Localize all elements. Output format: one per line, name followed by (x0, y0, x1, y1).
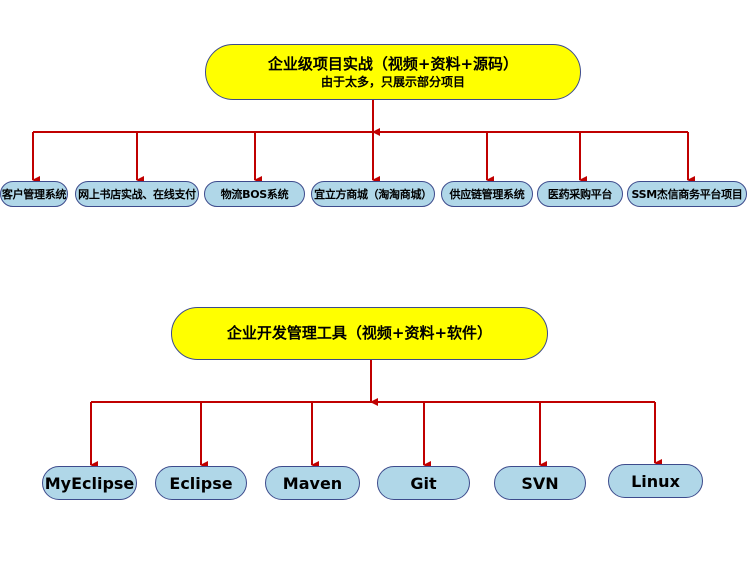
top-root-node: 企业级项目实战（视频+资料+源码） 由于太多，只展示部分项目 (205, 44, 581, 100)
top-child-node: 网上书店实战、在线支付 (75, 181, 199, 207)
bottom-child-node: Eclipse (155, 466, 247, 500)
top-child-node: 宜立方商城（淘淘商城） (311, 181, 435, 207)
top-child-node: 医药采购平台 (537, 181, 623, 207)
top-child-node: 客户管理系统 (0, 181, 68, 207)
top-child-node: 物流BOS系统 (204, 181, 305, 207)
bottom-child-node: SVN (494, 466, 586, 500)
bottom-child-node: MyEclipse (42, 466, 137, 500)
bottom-root-node: 企业开发管理工具（视频+资料+软件） (171, 307, 548, 360)
top-root-title: 企业级项目实战（视频+资料+源码） (267, 54, 519, 73)
bottom-child-node: Linux (608, 464, 703, 498)
top-root-subtitle: 由于太多，只展示部分项目 (320, 74, 465, 89)
bottom-child-node: Git (377, 466, 470, 500)
bottom-child-node: Maven (265, 466, 360, 500)
top-child-node: 供应链管理系统 (441, 181, 533, 207)
bottom-root-title: 企业开发管理工具（视频+资料+软件） (226, 324, 493, 342)
top-child-node: SSM杰信商务平台项目 (627, 181, 747, 207)
